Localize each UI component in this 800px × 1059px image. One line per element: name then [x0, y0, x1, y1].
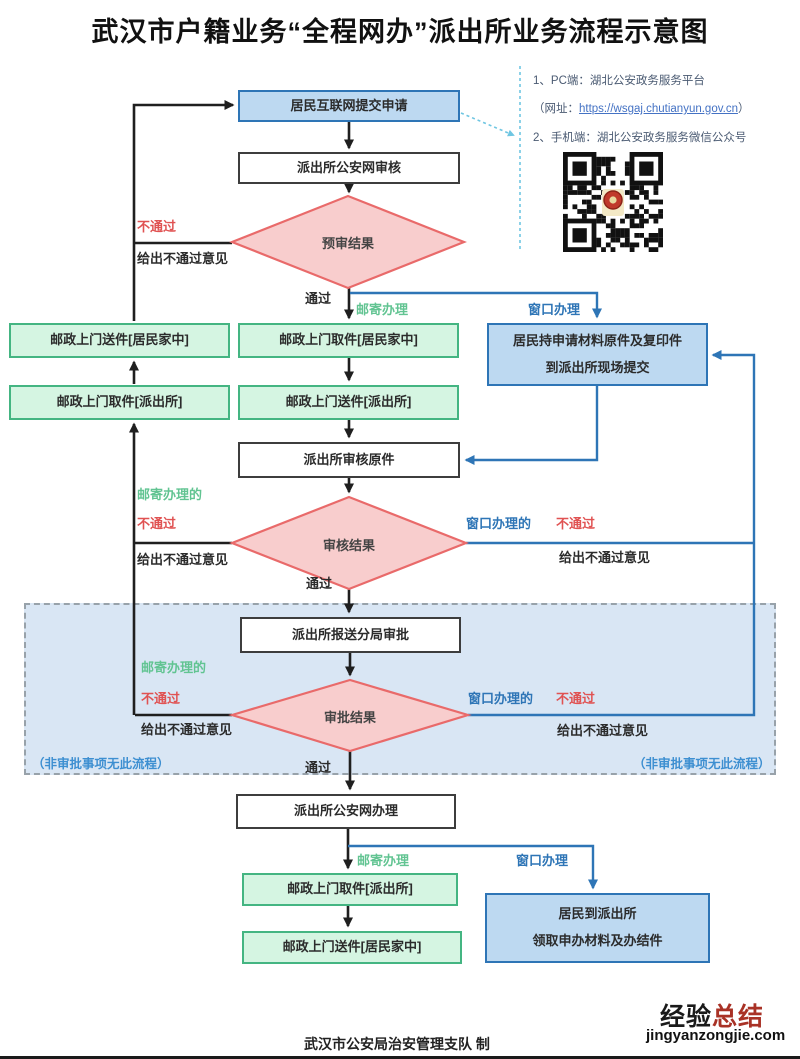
- no-approval-note-left: （非审批事项无此流程）: [32, 757, 170, 771]
- precheck-fail-opinion: 给出不通过意见: [137, 251, 229, 266]
- node-review-original: 派出所审核原件: [238, 442, 460, 478]
- node-window-submit: 居民持申请材料原件及复印件 到派出所现场提交: [487, 323, 708, 386]
- review-pass-label: 通过: [306, 576, 333, 591]
- note-line2: （网址：https://wsgaj.chutianyun.gov.cn）: [533, 100, 749, 116]
- qr-code: [563, 152, 664, 253]
- precheck-fail-label: 不通过: [137, 219, 177, 234]
- note-line3: 2、手机端：湖北公安政务服务微信公众号: [533, 132, 747, 144]
- note-connectors: [460, 66, 521, 252]
- approval-pass-label: 通过: [305, 760, 332, 775]
- node-post-pickup-home: 邮政上门取件[居民家中]: [238, 323, 459, 358]
- review-fail-left-opinion: 给出不通过意见: [137, 552, 229, 567]
- review-fail-right-label: 不通过: [556, 516, 596, 531]
- window-receive-line1: 居民到派出所: [558, 906, 637, 922]
- node-post-pickup-station-bottom: 邮政上门取件[派出所]: [242, 873, 458, 906]
- node-report-approval: 派出所报送分局审批: [240, 617, 461, 653]
- watermark-domain: jingyanzongjie.com: [646, 1027, 786, 1044]
- node-precheck: 派出所公安网审核: [238, 152, 460, 184]
- no-approval-note-right: （非审批事项无此流程）: [633, 757, 771, 771]
- page-title: 武汉市户籍业务“全程网办”派出所业务流程示意图: [91, 17, 709, 47]
- note-url-prefix: （网址：: [533, 103, 579, 115]
- window-submit-line2: 到派出所现场提交: [545, 359, 650, 375]
- note-line1: 1、PC端：湖北公安政务服务平台: [533, 75, 705, 87]
- credit-line: 武汉市公安局治安管理支队 制: [304, 1036, 490, 1052]
- watermark-part2: 总结: [712, 1003, 765, 1031]
- window-method-label-top: 窗口办理: [528, 302, 581, 317]
- portal-url-link[interactable]: https://wsgaj.chutianyun.gov.cn: [579, 103, 738, 115]
- precheck-result-label: 预审结果: [321, 236, 374, 251]
- node-post-pickup-station-left: 邮政上门取件[派出所]: [9, 385, 230, 420]
- review-fail-left-label: 不通过: [137, 516, 177, 531]
- approval-fail-right-label: 不通过: [556, 691, 596, 706]
- node-post-deliver-home-left: 邮政上门送件[居民家中]: [9, 323, 230, 358]
- approval-window-de-label: 窗口办理的: [468, 691, 534, 706]
- approval-fail-left-label: 不通过: [141, 691, 181, 706]
- node-window-receive: 居民到派出所 领取申办材料及办结件: [485, 893, 710, 963]
- review-window-de-label: 窗口办理的: [466, 516, 532, 531]
- node-post-deliver-station: 邮政上门送件[派出所]: [238, 385, 459, 420]
- note-pointer: [460, 112, 515, 137]
- watermark-logo: 经验总结: [660, 997, 764, 1033]
- review-result-label: 审核结果: [322, 538, 375, 553]
- mail-method-label-bottom: 邮寄办理: [357, 853, 410, 868]
- node-internet-submit: 居民互联网提交申请: [238, 90, 460, 122]
- window-submit-line1: 居民持申请材料原件及复印件: [512, 332, 682, 348]
- review-mail-de-label: 邮寄办理的: [137, 487, 203, 502]
- mail-method-label-top: 邮寄办理: [356, 302, 409, 317]
- approval-fail-left-opinion: 给出不通过意见: [141, 722, 233, 737]
- approval-fail-right-opinion: 给出不通过意见: [557, 723, 649, 738]
- bottom-rule: [0, 1056, 800, 1059]
- node-online-process: 派出所公安网办理: [236, 794, 456, 829]
- node-post-deliver-home-bottom: 邮政上门送件[居民家中]: [242, 931, 462, 964]
- precheck-pass-label: 通过: [305, 291, 332, 306]
- window-receive-line2: 领取申办材料及办结件: [532, 933, 663, 948]
- window-method-label-bottom: 窗口办理: [516, 853, 569, 868]
- approval-mail-de-label: 邮寄办理的: [141, 660, 207, 675]
- approval-result-label: 审批结果: [323, 710, 376, 725]
- window-submit-to-review: [464, 386, 599, 465]
- watermark-part1: 经验: [660, 1003, 713, 1031]
- review-fail-right-opinion: 给出不通过意见: [559, 550, 651, 565]
- note-url-suffix: ）: [737, 103, 750, 115]
- return-trunk-top: [132, 100, 235, 321]
